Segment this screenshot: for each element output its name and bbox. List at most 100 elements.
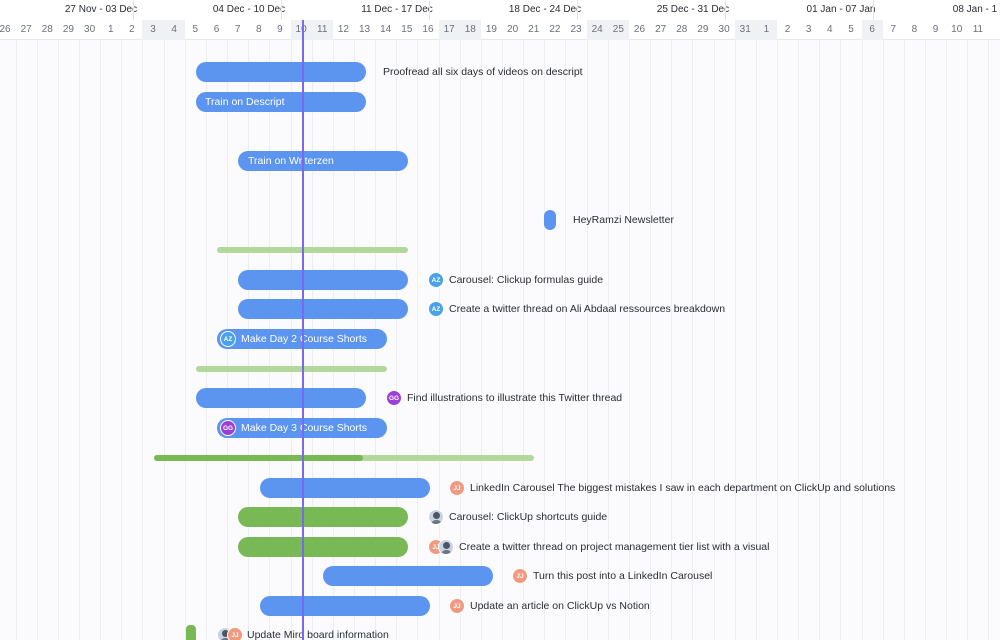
grid-line (544, 40, 546, 640)
assignee-avatar[interactable]: JJ (227, 627, 243, 640)
day-cell: 26 (0, 24, 11, 35)
week-separator (133, 0, 134, 20)
task-bar-label: Make Day 3 Course Shorts (241, 422, 368, 434)
assignee-avatar[interactable]: JJ (512, 568, 528, 584)
assignee-avatar[interactable] (428, 509, 444, 525)
day-cell: 27 (655, 24, 667, 35)
grid-line (840, 40, 842, 640)
grid-line (57, 40, 59, 640)
grid-line (417, 40, 419, 640)
week-separator (429, 0, 430, 20)
day-cell: 30 (84, 24, 96, 35)
task-label[interactable]: Create a twitter thread on project manag… (459, 541, 770, 553)
task-bar[interactable] (196, 388, 366, 408)
task-bar[interactable] (323, 566, 493, 586)
assignee-avatar[interactable]: JJ (449, 598, 465, 614)
grid-line (607, 40, 609, 640)
grid-line (565, 40, 567, 640)
task-bar-label: Train on Writerzen (248, 155, 334, 167)
grid-line (15, 40, 17, 640)
grid-line (184, 40, 186, 640)
task-label[interactable]: Carousel: ClickUp shortcuts guide (449, 511, 608, 523)
grid-line (819, 40, 821, 640)
week-label: 25 Dec - 31 Dec (656, 4, 730, 15)
day-cell: 2 (784, 24, 791, 35)
task-bar[interactable] (196, 62, 366, 82)
task-bar[interactable] (260, 596, 430, 616)
assignee-avatar[interactable]: JJ (449, 480, 465, 496)
week-separator (873, 0, 874, 20)
task-label[interactable]: Find illustrations to illustrate this Tw… (407, 392, 623, 404)
week-label: 08 Jan - 1 (952, 4, 998, 15)
week-label: 18 Dec - 24 Dec (508, 4, 582, 15)
task-label[interactable]: Proofread all six days of videos on desc… (383, 66, 583, 78)
task-bar[interactable]: AZ Make Day 2 Course Shorts (217, 329, 387, 349)
grid-line (586, 40, 588, 640)
task-bar[interactable] (238, 299, 408, 319)
task-label[interactable]: HeyRamzi Newsletter (573, 214, 674, 226)
assignee-avatar[interactable]: GG (386, 390, 402, 406)
task-label[interactable]: Turn this post into a LinkedIn Carousel (533, 570, 713, 582)
task-bar-label: Make Day 2 Course Shorts (241, 333, 368, 345)
day-cell: 17 (438, 20, 460, 40)
day-cell: 1 (107, 24, 114, 35)
day-cell: 29 (62, 24, 74, 35)
day-cell: 24 (586, 20, 608, 40)
task-bar[interactable] (544, 210, 556, 230)
week-separator (577, 0, 578, 20)
day-cell: 3 (142, 20, 164, 40)
day-cell: 8 (256, 24, 262, 35)
task-bar[interactable] (238, 507, 408, 527)
task-bar-label: Train on Descript (205, 96, 285, 108)
grid-line (925, 40, 927, 640)
week-label: 04 Dec - 10 Dec (212, 4, 286, 15)
day-cell: 11 (311, 20, 333, 40)
day-header-row: 2627282930123456789101112131415161718192… (0, 20, 1000, 40)
task-bar[interactable] (186, 625, 196, 640)
task-label[interactable]: LinkedIn Carousel The biggest mistakes I… (470, 482, 896, 494)
grid-line (100, 40, 102, 640)
day-cell: 10 (290, 20, 312, 40)
assignee-avatar[interactable]: AZ (428, 272, 444, 288)
day-cell: 7 (890, 24, 897, 35)
task-bar[interactable] (260, 478, 430, 498)
grid-line (713, 40, 715, 640)
task-bar[interactable]: Train on Descript (196, 92, 366, 112)
grid-line (988, 40, 990, 640)
grid-line (121, 40, 123, 640)
task-bar[interactable]: GG Make Day 3 Course Shorts (217, 418, 387, 438)
assignee-avatar[interactable] (438, 539, 454, 555)
group-summary-bar[interactable] (217, 247, 408, 253)
assignee-avatar[interactable]: AZ (428, 301, 444, 317)
assignee-avatar[interactable]: GG (220, 420, 236, 436)
task-label[interactable]: Update an article on ClickUp vs Notion (470, 600, 650, 612)
grid-line (628, 40, 630, 640)
grid-line (502, 40, 504, 640)
day-cell: 6 (861, 20, 883, 40)
grid-line (650, 40, 652, 640)
task-bar[interactable]: Train on Writerzen (238, 151, 408, 171)
group-summary-bar[interactable] (196, 366, 387, 372)
task-label[interactable]: Update Miro board information (247, 629, 389, 640)
grid-line (882, 40, 884, 640)
task-bar[interactable] (238, 270, 408, 290)
grid-line (459, 40, 461, 640)
task-label[interactable]: Carousel: Clickup formulas guide (449, 274, 604, 286)
task-label[interactable]: Create a twitter thread on Ali Abdaal re… (449, 303, 726, 315)
grid-line (798, 40, 800, 640)
day-cell: 7 (234, 24, 241, 35)
day-cell: 11 (972, 24, 984, 35)
day-cell: 4 (163, 20, 185, 40)
grid-line (36, 40, 38, 640)
assignee-avatar[interactable]: AZ (220, 331, 236, 347)
today-line (302, 20, 304, 640)
grid-line (903, 40, 905, 640)
day-cell: 29 (697, 24, 709, 35)
grid-line (163, 40, 165, 640)
grid-line (776, 40, 778, 640)
task-bar[interactable] (238, 537, 408, 557)
day-cell: 28 (41, 24, 53, 35)
week-label: 01 Jan - 07 Jan (806, 4, 876, 15)
group-summary-bar[interactable] (154, 455, 534, 461)
